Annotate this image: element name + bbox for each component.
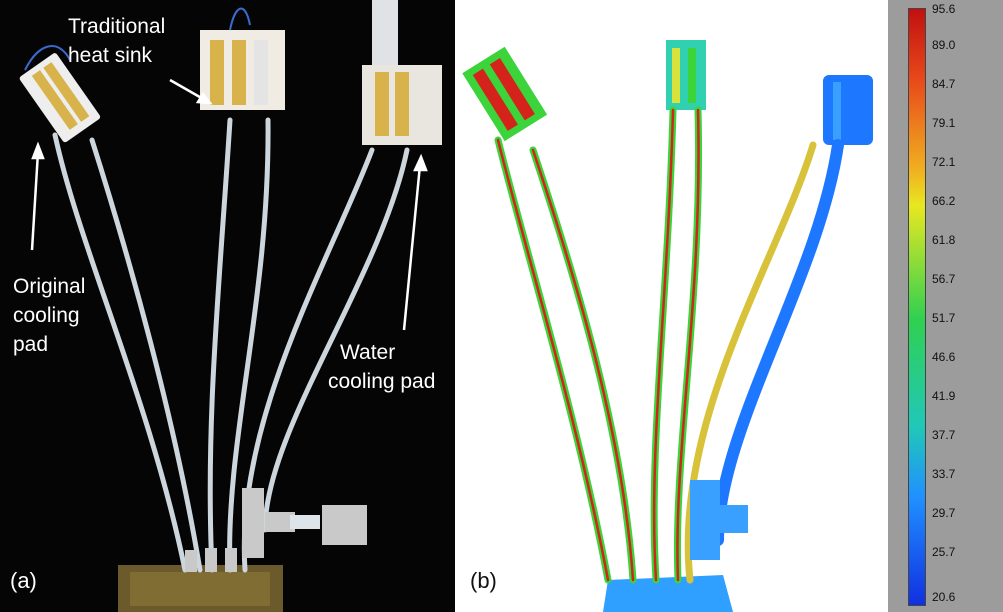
color-scale-bar — [908, 8, 926, 606]
tubing — [52, 117, 410, 573]
scale-tick: 51.7 — [932, 311, 956, 325]
panel-tag-a: (a) — [10, 568, 37, 593]
panel-tag-b: (b) — [470, 568, 497, 593]
thermal-tubes — [494, 106, 844, 584]
water-cooling-pad — [362, 0, 442, 145]
label-original-cooling-pad: Original cooling pad — [13, 272, 85, 359]
scale-tick: 72.1 — [932, 155, 956, 169]
scale-tick: 29.7 — [932, 506, 956, 520]
scale-tick: 20.6 — [932, 590, 956, 604]
scale-tick: 37.7 — [932, 428, 956, 442]
annotation-arrows — [30, 78, 428, 331]
label-line: pad — [13, 333, 49, 356]
label-line: Traditional — [68, 15, 166, 38]
label-water-cooling-pad: Water cooling pad — [328, 338, 435, 396]
label-line: cooling pad — [328, 370, 436, 393]
original-cooling-pad — [19, 53, 101, 143]
scale-tick: 84.7 — [932, 77, 956, 91]
label-line: Original — [13, 275, 86, 298]
scale-tick: 61.8 — [932, 233, 956, 247]
scale-tick: 25.7 — [932, 545, 956, 559]
color-scale: 95.6 89.0 84.7 79.1 72.1 66.2 61.8 56.7 … — [888, 0, 1003, 612]
thermal-fitting — [690, 480, 720, 560]
photo-illustration — [19, 0, 442, 612]
photo-panel-a: Traditional heat sink Original cooling p… — [0, 0, 455, 612]
traditional-heat-sink — [200, 30, 285, 110]
scale-tick: 41.9 — [932, 389, 956, 403]
fittings — [185, 488, 367, 572]
scale-tick: 89.0 — [932, 38, 956, 52]
scale-tick: 66.2 — [932, 194, 956, 208]
thermal-cool-pad — [823, 75, 873, 145]
thermal-illustration — [462, 40, 873, 612]
thermal-center-pad — [666, 40, 706, 110]
label-traditional-heat-sink: Traditional heat sink — [68, 12, 165, 70]
label-line: heat sink — [68, 44, 153, 67]
thermal-base — [603, 575, 733, 612]
thermal-hot-pad — [462, 46, 548, 142]
thermal-panel-b: (b) — [458, 0, 888, 612]
scale-tick: 95.6 — [932, 2, 956, 16]
scale-tick: 56.7 — [932, 272, 956, 286]
scale-tick: 79.1 — [932, 116, 956, 130]
label-line: cooling — [13, 304, 80, 327]
scale-tick: 46.6 — [932, 350, 956, 364]
scale-tick: 33.7 — [932, 467, 956, 481]
color-scale-frame — [888, 0, 1003, 612]
label-line: Water — [340, 341, 396, 364]
